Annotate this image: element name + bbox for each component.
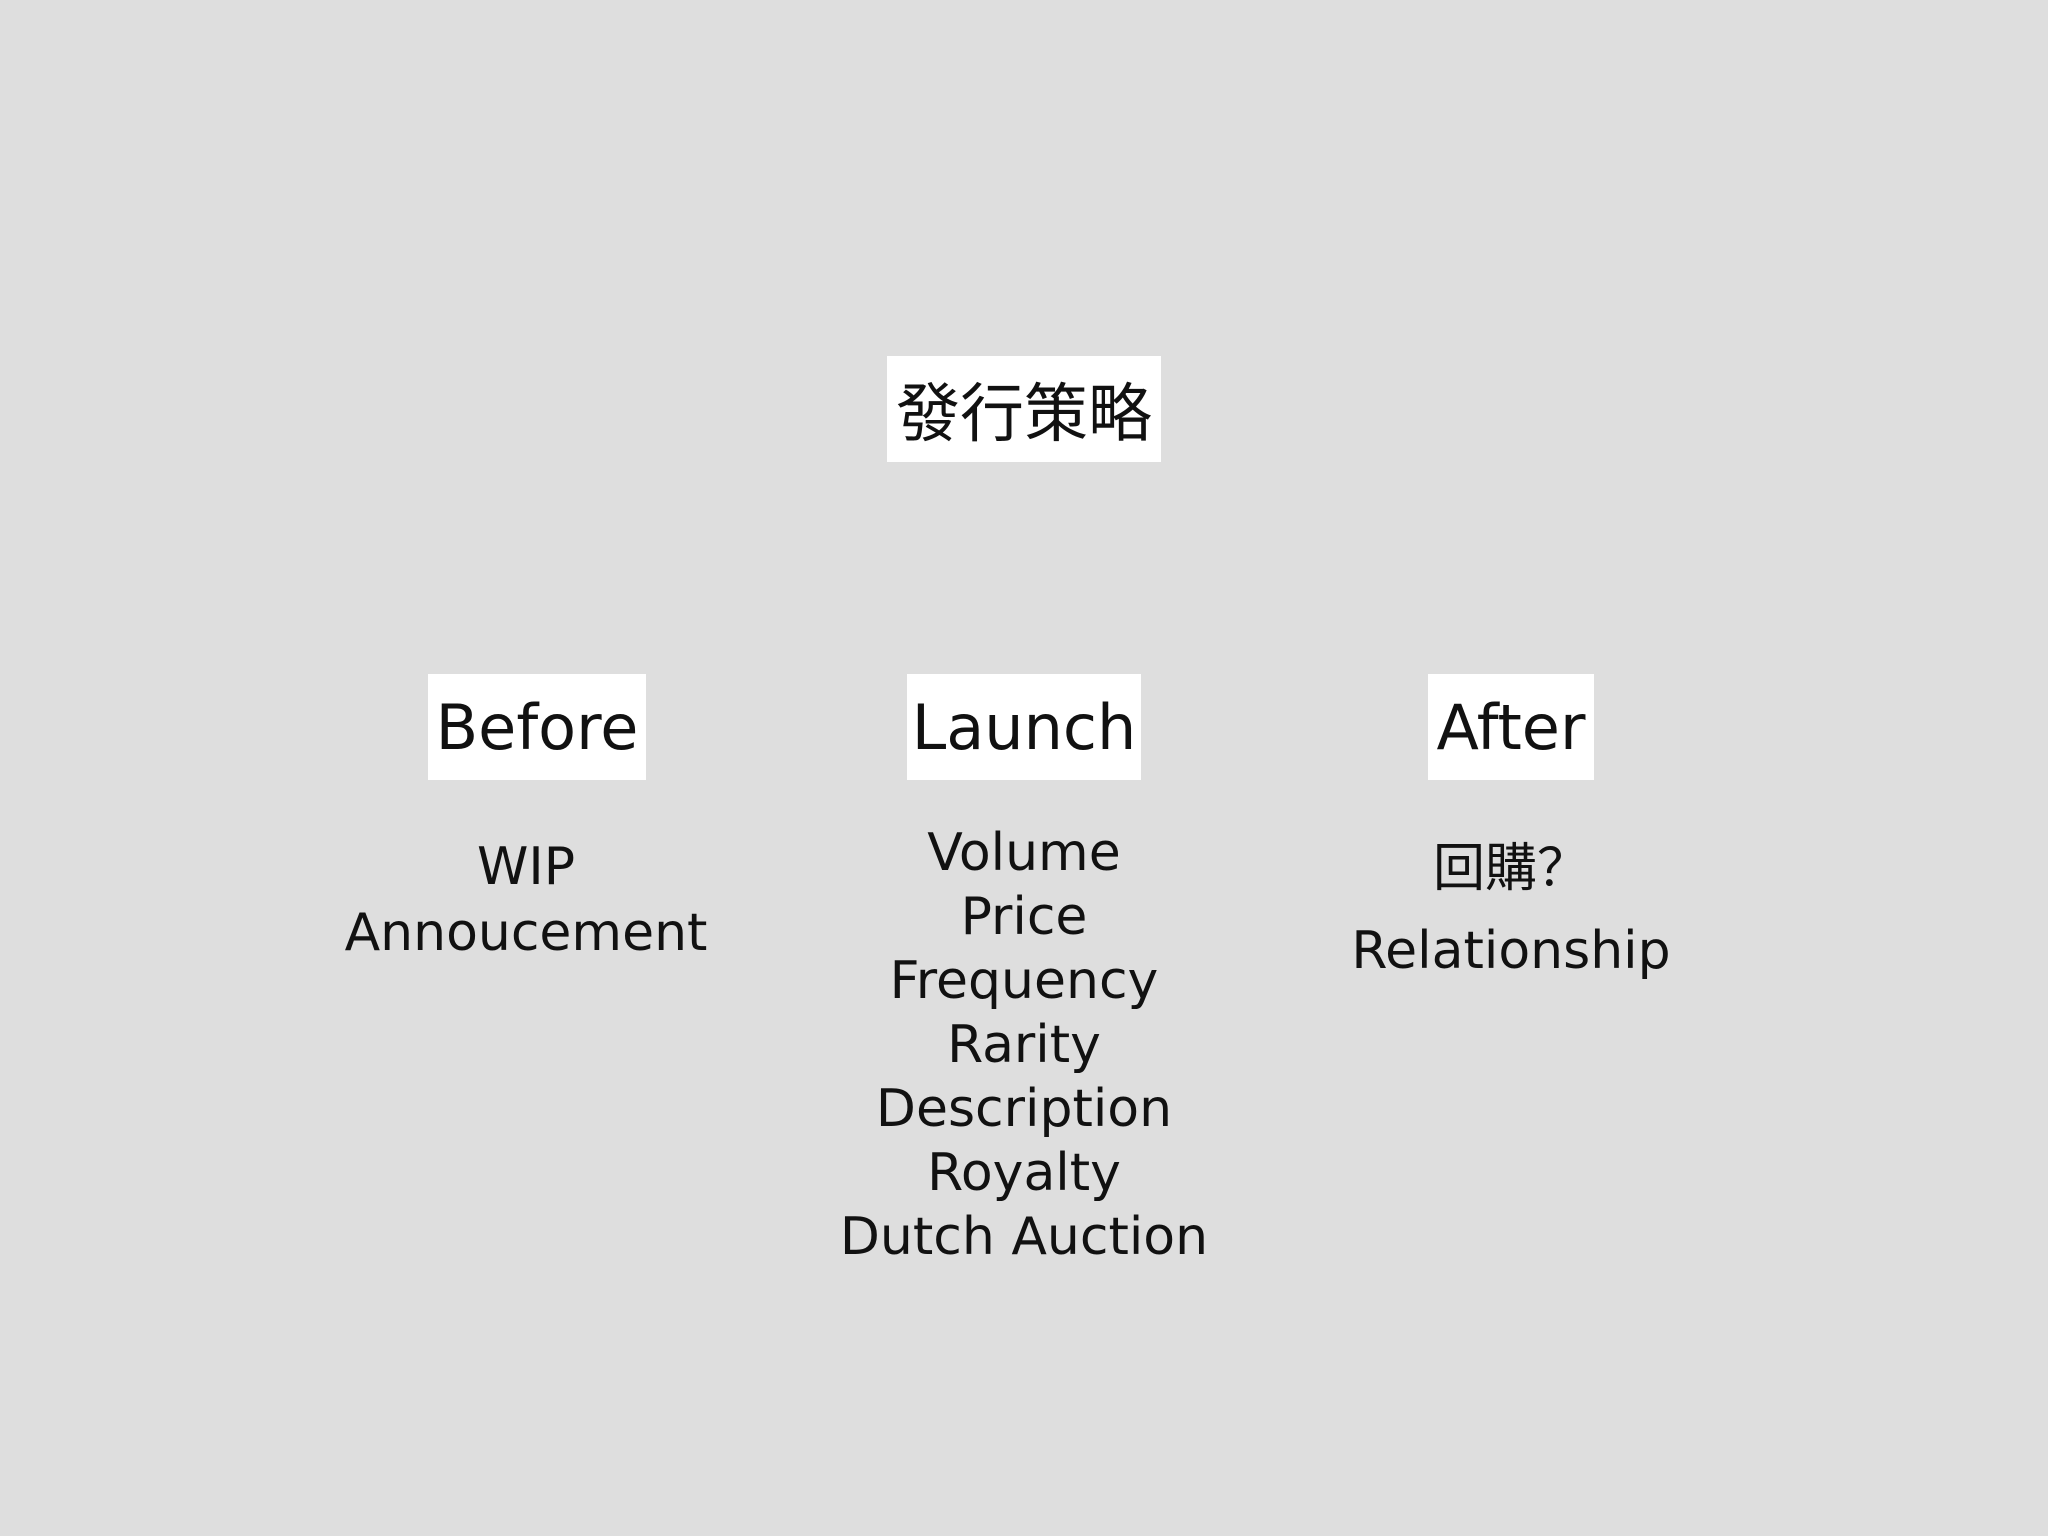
launch-item: Description: [875, 1079, 1173, 1139]
launch-item: Volume: [927, 823, 1121, 883]
launch-item: Price: [960, 887, 1088, 947]
before-item: WIP: [476, 837, 576, 897]
after-item-list: 回購？ Relationship: [1311, 828, 1711, 992]
before-item: Annoucement: [344, 903, 708, 963]
after-item: Relationship: [1351, 921, 1671, 981]
after-item: 回購？: [1432, 839, 1589, 899]
root-node-title: 發行策略: [887, 356, 1161, 462]
launch-item: Rarity: [947, 1015, 1101, 1075]
branch-before-title: Before: [428, 674, 646, 780]
before-item-list: WIP Annoucement: [326, 834, 726, 966]
branch-after-title: After: [1428, 674, 1594, 780]
branch-launch-title: Launch: [907, 674, 1141, 780]
launch-item-list: Volume Price Frequency Rarity Descriptio…: [824, 821, 1224, 1269]
launch-item: Dutch Auction: [839, 1207, 1209, 1267]
launch-item: Royalty: [927, 1143, 1121, 1203]
launch-item: Frequency: [889, 951, 1159, 1011]
